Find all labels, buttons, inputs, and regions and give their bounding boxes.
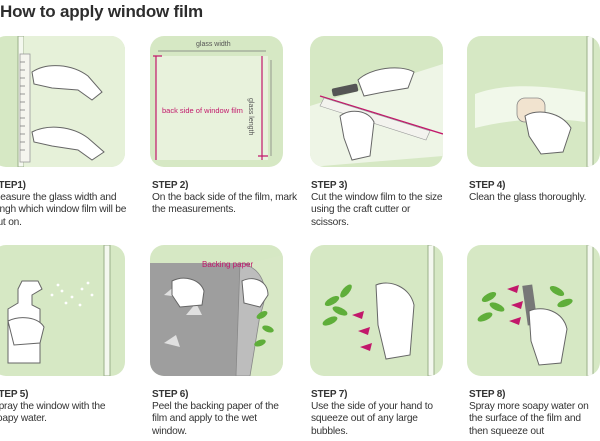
step-description: Spray more soapy water on the surface of… (469, 401, 589, 437)
step2-text: STEP 2) On the back side of the film, ma… (152, 180, 302, 217)
step-label: STEP 4) (469, 180, 506, 191)
step-label: STEP 8) (469, 389, 506, 400)
glass-length-label: glass length (247, 98, 254, 136)
step-description: Cut the window film to the size using th… (311, 192, 443, 228)
step-label: STEP 5) (0, 389, 29, 400)
step3-illustration (310, 36, 443, 167)
back-side-label: back side of window film (162, 106, 243, 115)
step4-illustration (467, 36, 600, 167)
step7-text: STEP 7) Use the side of your hand to squ… (311, 389, 461, 438)
step6-illustration: Backing paper (150, 245, 283, 376)
step5-illustration (0, 245, 125, 376)
step-label: STEP 3) (311, 180, 348, 191)
step-description: Spray the window with the soapy water. (0, 401, 106, 425)
step-description: On the back side of the film, mark the m… (152, 192, 297, 216)
step-description: Peel the backing paper of the film and a… (152, 401, 279, 437)
step6-text: STEP 6) Peel the backing paper of the fi… (152, 389, 302, 438)
step-description: Use the side of your hand to squeeze out… (311, 401, 433, 437)
step-label: STEP 2) (152, 180, 189, 191)
step8-text: STEP 8) Spray more soapy water on the su… (469, 389, 600, 438)
step2-illustration: glass width glass length back side of wi… (150, 36, 283, 167)
step-label: STEP1) (0, 180, 26, 191)
step3-text: STEP 3) Cut the window film to the size … (311, 180, 461, 229)
step1-illustration (0, 36, 125, 167)
step7-illustration (310, 245, 443, 376)
step-label: STEP 6) (152, 389, 189, 400)
step-label: STEP 7) (311, 389, 348, 400)
step1-text: STEP1) Measure the glass width and lengh… (0, 180, 142, 229)
glass-width-label: glass width (196, 41, 231, 48)
step-description: Clean the glass thoroughly. (469, 192, 587, 204)
step8-illustration (467, 245, 600, 376)
step4-text: STEP 4) Clean the glass thoroughly. (469, 180, 600, 204)
step-description: Measure the glass width and lengh which … (0, 192, 127, 228)
backing-paper-label: Backing paper (202, 260, 254, 269)
step5-text: STEP 5) Spray the window with the soapy … (0, 389, 142, 426)
page-title: How to apply window film (0, 2, 203, 21)
